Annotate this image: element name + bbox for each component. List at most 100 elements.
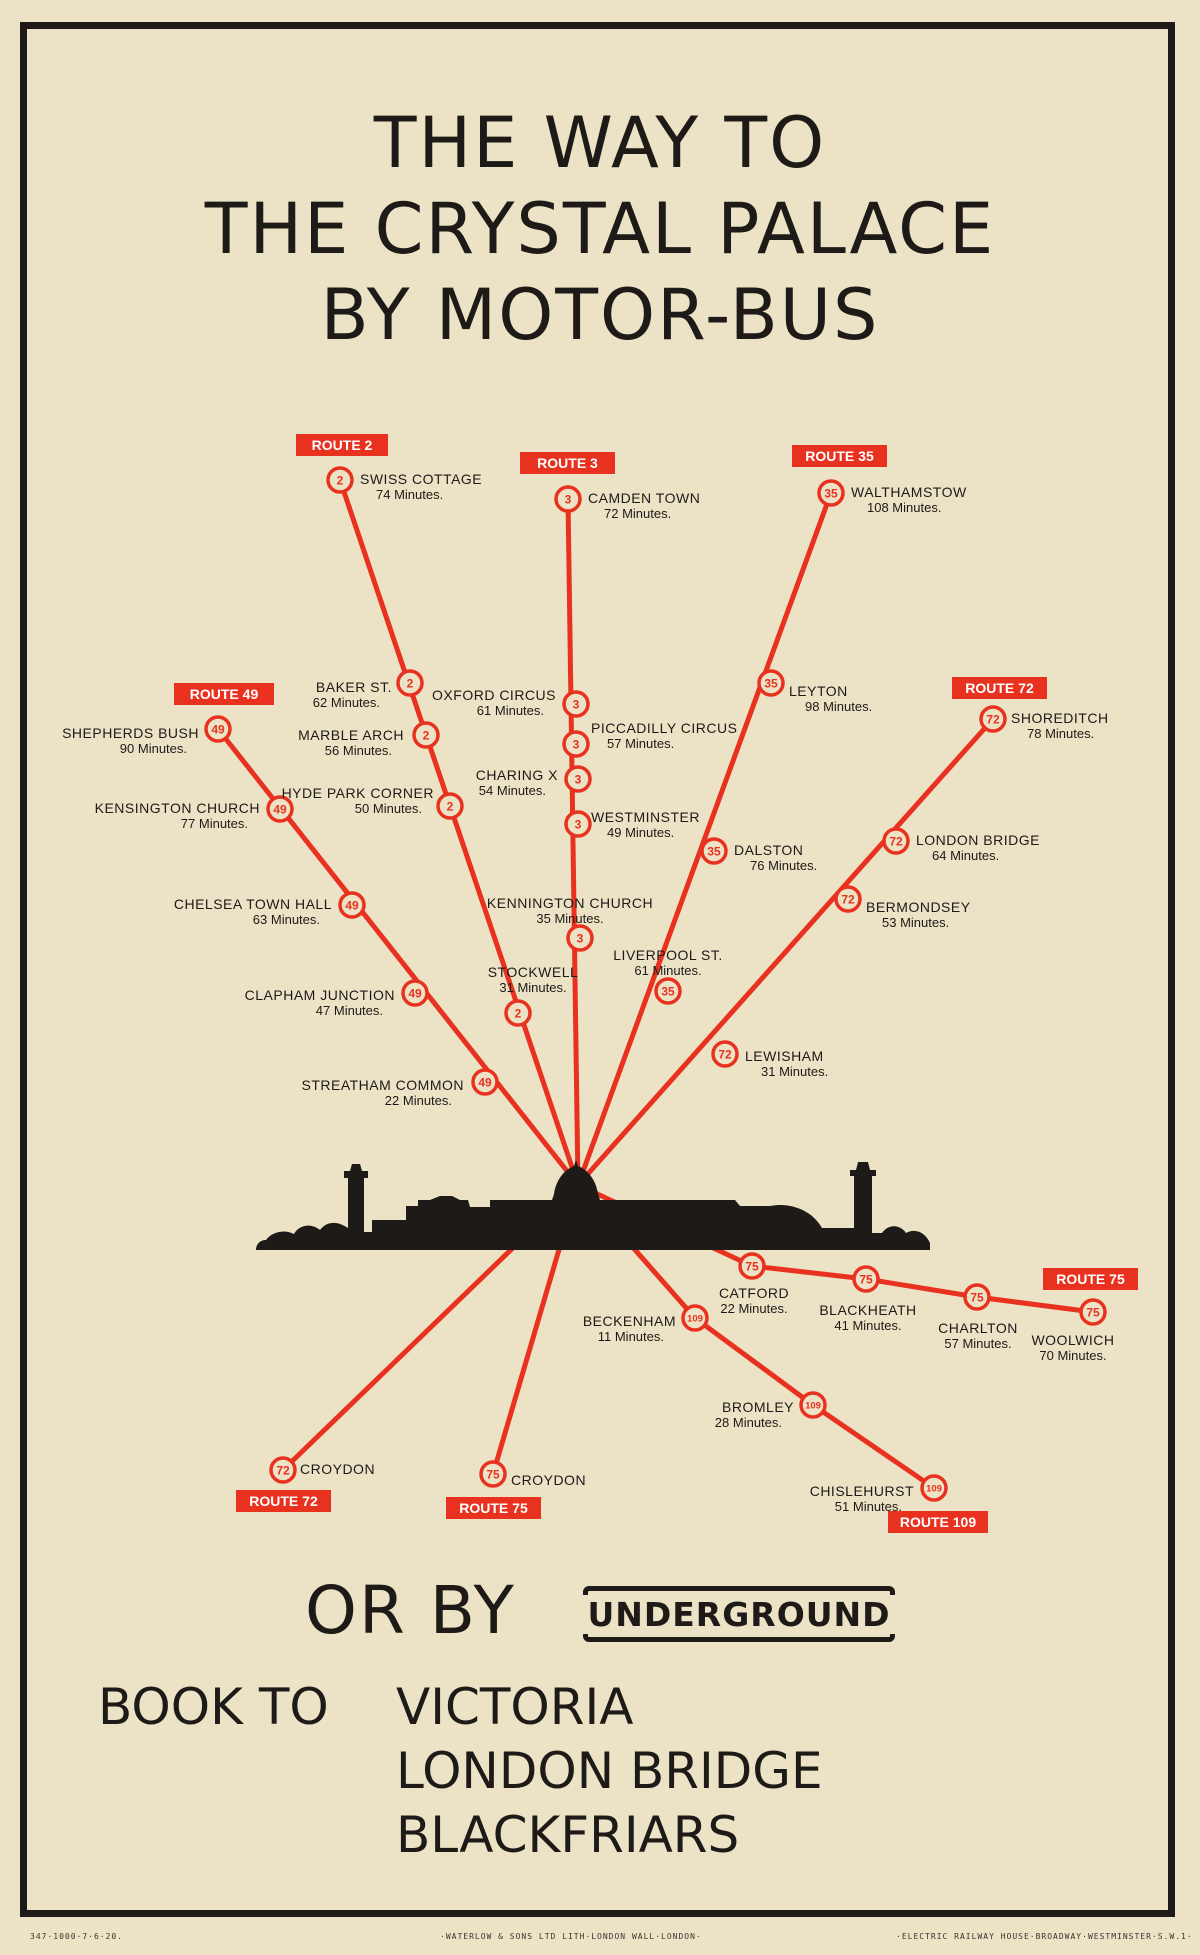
stop-marker-walthamstow: 35 <box>817 479 845 507</box>
route-72-badge-label: ROUTE 72 <box>249 1493 318 1509</box>
stop-marker-london-bridge: 72 <box>882 827 910 855</box>
stop-minutes: 28 Minutes. <box>715 1415 782 1430</box>
stop-marker-number: 2 <box>515 1006 522 1020</box>
stop-name: CAMDEN TOWN <box>588 490 700 506</box>
stop-minutes: 57 Minutes. <box>607 736 674 751</box>
stop-marker-number: 75 <box>486 1467 500 1481</box>
stop-marker-number: 49 <box>345 898 359 912</box>
route-72-line <box>575 716 996 1188</box>
stop-minutes: 76 Minutes. <box>750 858 817 873</box>
or-by-text: OR BY <box>305 1572 516 1649</box>
stop-marker-number: 75 <box>1086 1305 1100 1319</box>
stop-name: DALSTON <box>734 842 803 858</box>
stop-label-charing-x: CHARING X54 Minutes. <box>476 767 558 798</box>
stop-minutes: 77 Minutes. <box>181 816 248 831</box>
stop-marker-number: 49 <box>408 986 422 1000</box>
stop-name: CROYDON <box>300 1461 375 1477</box>
stop-name: STREATHAM COMMON <box>301 1077 464 1093</box>
stop-marker-number: 35 <box>707 844 721 858</box>
stop-marker-charing-x: 3 <box>564 765 592 793</box>
stop-marker-number: 2 <box>423 728 430 742</box>
destination-victoria: VICTORIA <box>396 1678 634 1736</box>
stop-marker-stockwell: 2 <box>504 999 532 1027</box>
stop-name: BLACKHEATH <box>819 1302 916 1318</box>
book-to-label: BOOK TO <box>98 1678 329 1736</box>
stop-marker-piccadilly-circus: 3 <box>562 730 590 758</box>
stop-marker-kennington-church: 3 <box>566 924 594 952</box>
stop-name: KENSINGTON CHURCH <box>95 800 260 816</box>
stop-name: BERMONDSEY <box>866 899 971 915</box>
stop-name: LIVERPOOL ST. <box>613 947 722 963</box>
route-3-line <box>565 496 581 1188</box>
stop-marker-westminster: 3 <box>564 810 592 838</box>
stop-marker-number: 35 <box>824 486 838 500</box>
stop-marker-liverpool-st: 35 <box>654 977 682 1005</box>
stop-marker-croydon: 72 <box>269 1456 297 1484</box>
stop-marker-number: 35 <box>764 676 778 690</box>
stop-marker-oxford-circus: 3 <box>562 690 590 718</box>
stop-marker-number: 3 <box>577 931 584 945</box>
stop-marker-catford: 75 <box>738 1252 766 1280</box>
route-109-line <box>576 1183 936 1491</box>
stop-minutes: 78 Minutes. <box>1027 726 1094 741</box>
underground-logo: UNDERGROUND <box>583 1586 895 1642</box>
stop-name: BROMLEY <box>722 1399 794 1415</box>
stop-minutes: 53 Minutes. <box>882 915 949 930</box>
stop-marker-lewisham: 72 <box>711 1040 739 1068</box>
stop-marker-croydon: 75 <box>479 1460 507 1488</box>
stop-name: WESTMINSTER <box>591 809 700 825</box>
stop-marker-number: 72 <box>889 834 903 848</box>
stop-marker-number: 2 <box>447 799 454 813</box>
stop-name: SHEPHERDS BUSH <box>62 725 199 741</box>
stop-minutes: 57 Minutes. <box>944 1336 1011 1351</box>
stop-marker-leyton: 35 <box>757 669 785 697</box>
stop-marker-number: 49 <box>478 1075 492 1089</box>
stop-marker-number: 3 <box>575 772 582 786</box>
stop-marker-number: 72 <box>718 1047 732 1061</box>
destination-blackfriars: BLACKFRIARS <box>396 1806 740 1864</box>
stop-minutes: 72 Minutes. <box>604 506 671 521</box>
route-3-badge: ROUTE 3 <box>520 452 615 474</box>
route-72-badge: ROUTE 72 <box>236 1490 331 1512</box>
route-72-badge: ROUTE 72 <box>952 677 1047 699</box>
stop-marker-chislehurst: 109 <box>920 1474 948 1502</box>
stop-marker-number: 72 <box>841 892 855 906</box>
route-35-line <box>575 490 834 1188</box>
stop-marker-number: 75 <box>970 1290 984 1304</box>
stop-minutes: 49 Minutes. <box>607 825 674 840</box>
stop-minutes: 35 Minutes. <box>536 911 603 926</box>
route-2-badge: ROUTE 2 <box>296 434 388 456</box>
stop-label-baker-st: BAKER ST.62 Minutes. <box>313 679 392 710</box>
stop-name: CROYDON <box>511 1472 586 1488</box>
stop-name: WALTHAMSTOW <box>851 484 967 500</box>
stop-minutes: 51 Minutes. <box>835 1499 902 1514</box>
print-code: 347·1000·7·6·20. <box>30 1932 124 1941</box>
stop-name: PICCADILLY CIRCUS <box>591 720 737 736</box>
stop-name: OXFORD CIRCUS <box>432 687 556 703</box>
stop-marker-charlton: 75 <box>963 1283 991 1311</box>
stop-marker-number: 49 <box>211 722 225 736</box>
stop-marker-number: 72 <box>986 712 1000 726</box>
stop-name: MARBLE ARCH <box>298 727 404 743</box>
route-35-badge: ROUTE 35 <box>792 445 887 467</box>
stop-name: KENNINGTON CHURCH <box>487 895 653 911</box>
stop-marker-number: 109 <box>687 1313 703 1324</box>
stop-name: LEWISHAM <box>745 1048 824 1064</box>
stop-minutes: 90 Minutes. <box>120 741 187 756</box>
stop-marker-number: 75 <box>859 1272 873 1286</box>
